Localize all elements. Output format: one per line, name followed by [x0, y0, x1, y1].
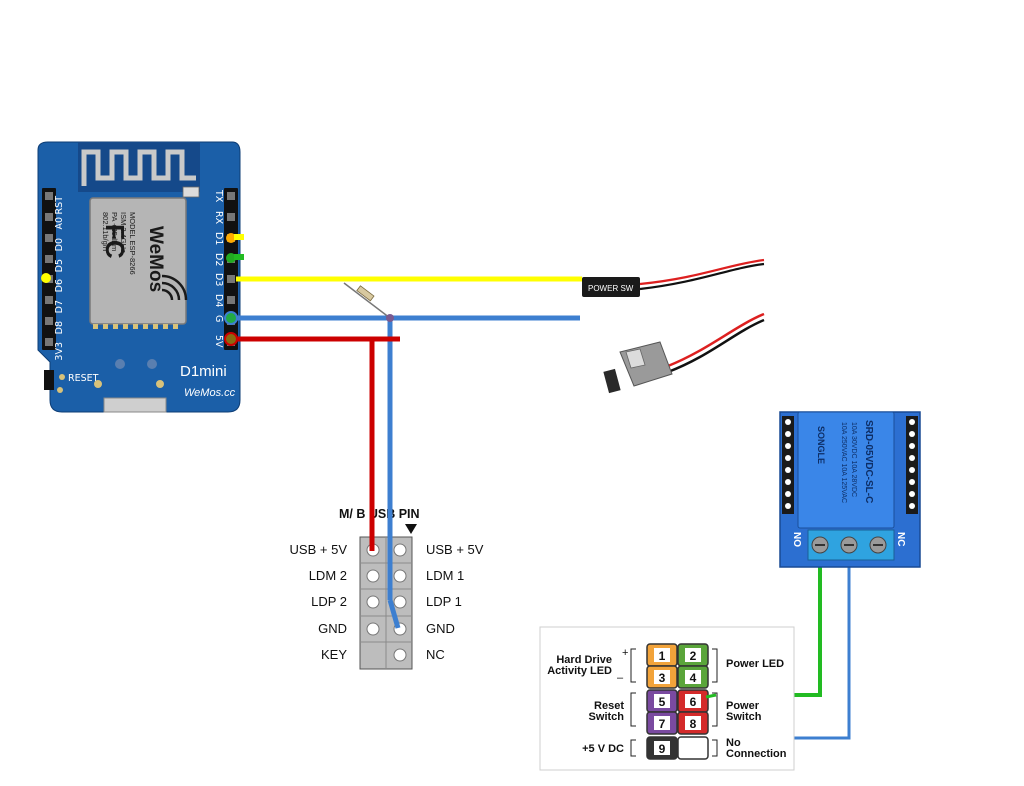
d2-wire-stub	[234, 254, 244, 260]
pin-number: 3	[659, 671, 666, 685]
no-connection-label: Connection	[726, 748, 787, 760]
pin-label-d8: D8	[54, 321, 65, 334]
power-switch-cable: POWER SW	[582, 258, 765, 297]
solder-pad	[94, 380, 102, 388]
pin-number: 2	[690, 649, 697, 663]
reset-label: RESET	[68, 373, 99, 384]
minus-sign: –	[617, 672, 624, 684]
solder-pad	[156, 380, 164, 388]
relay-rating: 10A 30VDC 10A 28VDC	[850, 422, 857, 497]
pin-label-rst: RST	[54, 196, 65, 215]
pin-number: 5	[659, 695, 666, 709]
vdc-label: +5 V DC	[582, 743, 624, 755]
pin-label-a0: A0	[54, 217, 65, 230]
pin-label-d2: D2	[213, 253, 224, 266]
pin-label-d5: D5	[54, 259, 65, 272]
website: WeMos.cc	[184, 387, 236, 399]
power-sw-connector-label: POWER SW	[588, 284, 634, 293]
pin-label-5v: 5V	[213, 335, 224, 348]
d6-pin-marker	[41, 273, 51, 283]
module-line: 802.11b/g/n	[101, 212, 110, 251]
hdd-led-label: Hard Drive	[556, 654, 612, 666]
pin-label-d1: D1	[213, 232, 224, 245]
right-pin-header	[224, 188, 244, 350]
front-panel-header: + – 1 2 3 4 5 6 7	[539, 626, 795, 771]
module-line: PA +25dBm	[110, 212, 119, 251]
usb-right-label: LDM 1	[426, 568, 464, 583]
push-button-switch	[603, 312, 765, 394]
relay-model: SRD-05VDC-SL-C	[863, 420, 874, 503]
pin-number: 8	[690, 717, 697, 731]
usb-right-label: USB + 5V	[426, 542, 484, 557]
pin-number: 1	[659, 649, 666, 663]
pin-label-g: G	[213, 315, 224, 322]
d1-wire-stub	[234, 234, 244, 240]
pin-number: 7	[659, 717, 666, 731]
solder-pad	[57, 387, 63, 393]
mounting-hole	[147, 359, 157, 369]
resistor	[356, 285, 375, 302]
power-switch-label: Switch	[726, 711, 762, 723]
pin-label-d3: D3	[213, 273, 224, 286]
pin-label-tx: TX	[213, 189, 224, 203]
green-wire-end	[705, 693, 717, 699]
solder-pad	[59, 374, 65, 380]
pin-label-d4: D4	[213, 294, 224, 307]
reset-switch-label: Reset	[594, 700, 624, 712]
blue-wire-to-gnd-pin	[387, 599, 401, 629]
reset-button	[44, 370, 54, 390]
resistor-lead	[343, 282, 391, 319]
mounting-hole	[115, 359, 125, 369]
power-led-label: Power LED	[726, 658, 784, 670]
hdd-led-label: Activity LED	[547, 665, 612, 677]
usb-left-label: KEY	[321, 647, 347, 662]
d2-pin-marker	[226, 253, 236, 263]
pin-label-d6: D6	[54, 279, 65, 292]
module-line: MODEL ESP-8266	[128, 212, 137, 275]
5v-pin-marker	[224, 332, 238, 346]
pin-number: 9	[659, 742, 666, 756]
plus-sign: +	[622, 647, 628, 659]
pin-label-d0: D0	[54, 238, 65, 251]
terminal-no-label: NO	[791, 532, 802, 547]
pin-number: 6	[690, 695, 697, 709]
usb-pin-header: M/ B USB PIN USB + 5V LDM 2 LDP 2 GND KE…	[290, 507, 484, 670]
usb-left-label: LDP 2	[311, 594, 347, 609]
usb-right-label: NC	[426, 647, 445, 662]
no-connection-label: No	[726, 737, 741, 749]
pin-number: 4	[690, 671, 697, 685]
left-pin-header	[41, 188, 56, 350]
fcc-logo: FC	[100, 224, 130, 259]
power-sw-connector	[582, 277, 640, 297]
relay-brand: SONGLE	[816, 426, 826, 464]
wire-junction	[386, 314, 394, 322]
pin-label-rx: RX	[213, 211, 224, 225]
antenna-trace	[81, 149, 196, 186]
pin1-triangle-marker	[405, 524, 417, 534]
module-line: ISM 2.4GHz	[119, 212, 128, 253]
usb-port	[103, 397, 167, 413]
d1-pin-marker	[226, 233, 236, 243]
usb-left-label: USB + 5V	[290, 542, 348, 557]
usb-left-label: LDM 2	[309, 568, 347, 583]
module-brand: WeMos	[145, 226, 166, 292]
power-switch-label: Power	[726, 700, 760, 712]
wemos-d1-mini-board: FC WeMos MODEL ESP-8266 ISM 2.4GHz PA +2…	[37, 141, 244, 413]
usb-header-title: M/ B USB PIN	[339, 507, 420, 521]
usb-right-label: LDP 1	[426, 594, 462, 609]
usb-left-label: GND	[318, 621, 347, 636]
pin-label-3v3: 3V3	[54, 342, 65, 361]
relay-shield: SONGLE 10A 250VAC 10A 125VAC 10A 30VDC 1…	[779, 411, 921, 568]
smd-component	[182, 186, 200, 198]
wifi-icon	[161, 274, 188, 301]
pin-label-d7: D7	[54, 300, 65, 313]
relay-cube	[797, 411, 895, 529]
g-pin-marker	[224, 311, 238, 325]
usb-right-label: GND	[426, 621, 455, 636]
reset-switch-label: Switch	[589, 711, 625, 723]
terminal-nc-label: NC	[895, 532, 906, 546]
relay-rating: 10A 250VAC 10A 125VAC	[840, 422, 847, 503]
product-name: D1mini	[180, 363, 227, 380]
